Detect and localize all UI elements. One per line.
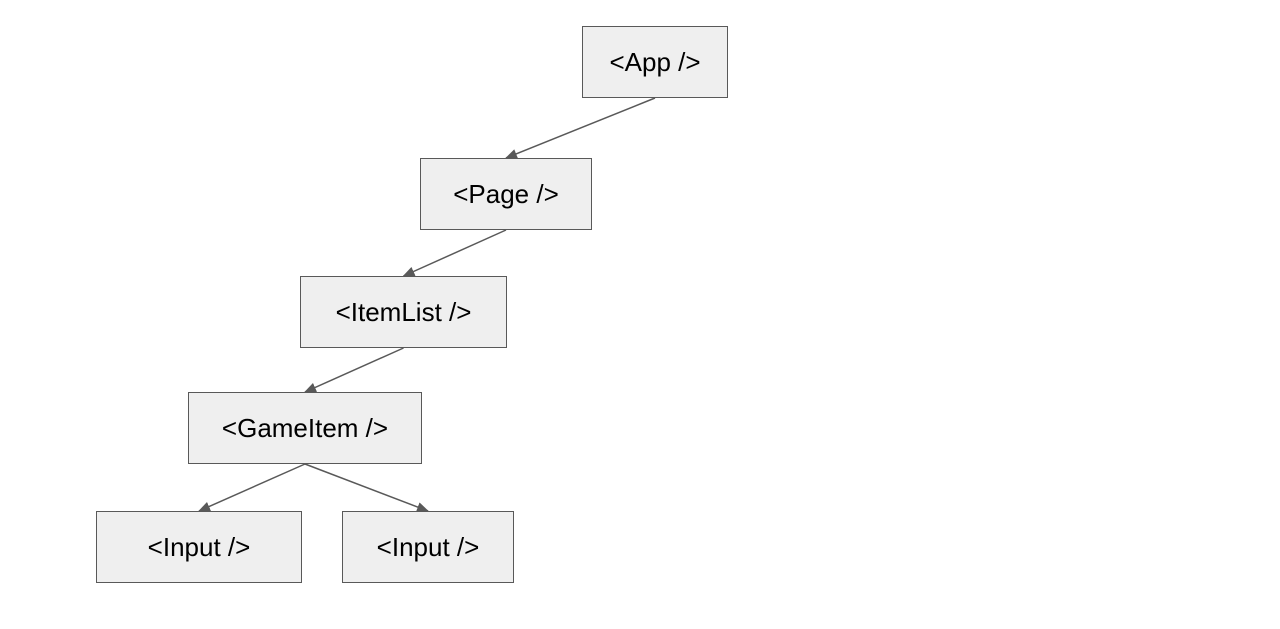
node-input-2[interactable]: <Input /> (342, 511, 514, 583)
edge-gameitem-to-input1 (198, 463, 306, 512)
node-gameitem[interactable]: <GameItem /> (188, 392, 422, 464)
edge-gameitem-to-input2 (304, 463, 429, 512)
edge-app-to-page (505, 97, 656, 159)
node-page[interactable]: <Page /> (420, 158, 592, 230)
edge-itemlist-to-gameitem (304, 347, 404, 393)
node-itemlist[interactable]: <ItemList /> (300, 276, 507, 348)
node-app[interactable]: <App /> (582, 26, 728, 98)
edge-page-to-itemlist (402, 229, 507, 277)
node-input-1[interactable]: <Input /> (96, 511, 302, 583)
